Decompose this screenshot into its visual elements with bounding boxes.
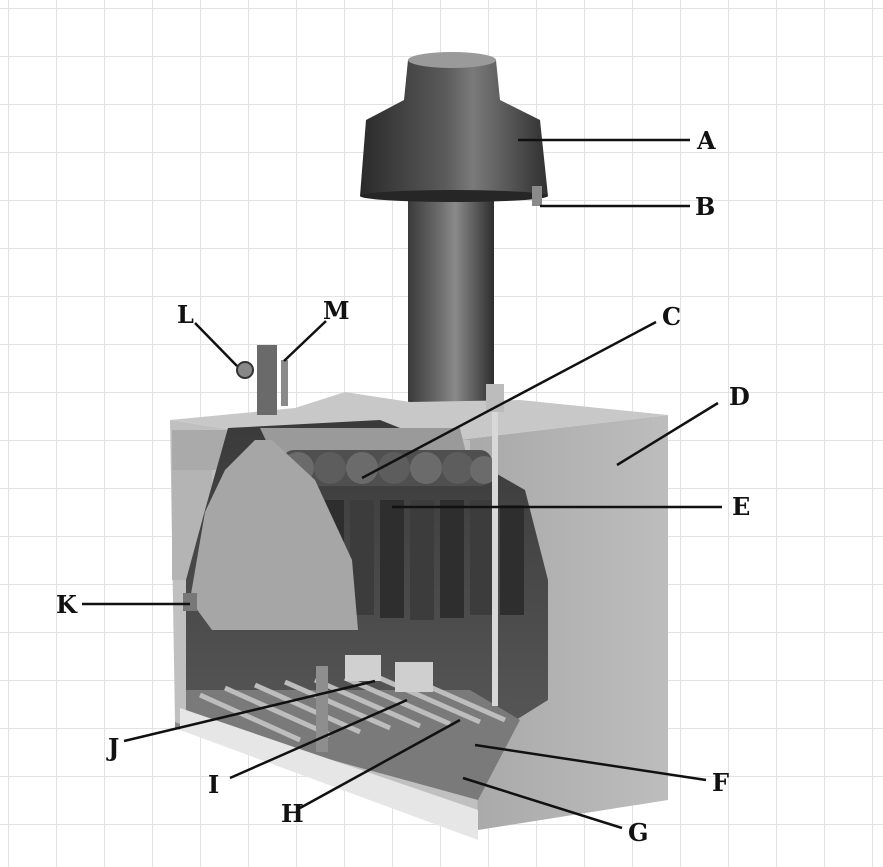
hood-tab xyxy=(532,186,542,206)
leader-line-c xyxy=(361,320,657,480)
burner-tray xyxy=(180,708,478,840)
label-a: A xyxy=(697,126,716,155)
leader-lines xyxy=(82,138,722,830)
leader-line-g xyxy=(462,776,623,830)
leader-line-f xyxy=(474,743,707,782)
label-f: F xyxy=(712,768,730,797)
leader-line-l xyxy=(194,322,238,367)
relief-valve xyxy=(236,361,254,379)
leader-line-j xyxy=(123,679,376,743)
label-h: H xyxy=(281,799,304,828)
label-l: L xyxy=(177,300,194,329)
supply-pipe xyxy=(257,345,277,415)
label-g: G xyxy=(628,818,649,847)
label-j: J xyxy=(108,733,120,762)
draft-hood xyxy=(360,60,548,196)
leader-line-i xyxy=(229,698,408,780)
label-i: I xyxy=(208,770,220,799)
gas-supply-pipe xyxy=(316,666,328,752)
side-fitting xyxy=(183,593,197,611)
label-e: E xyxy=(732,492,751,521)
gas-valve xyxy=(345,655,381,681)
gauge-stem xyxy=(281,360,288,406)
leader-line-m xyxy=(283,320,327,362)
hood-rim xyxy=(360,190,548,202)
flue-assembly xyxy=(360,52,548,415)
label-c: C xyxy=(662,302,682,331)
label-d: D xyxy=(729,382,750,411)
leader-line-d xyxy=(616,401,719,467)
top-fittings xyxy=(236,345,288,415)
limit-control-rod xyxy=(492,386,498,706)
label-k: K xyxy=(56,590,77,619)
flue-pipe xyxy=(408,180,494,415)
leader-line-h xyxy=(299,718,461,810)
front-baffle-panel xyxy=(190,440,358,630)
hood-top-opening xyxy=(408,52,496,68)
control-assembly xyxy=(395,662,433,692)
label-m: M xyxy=(323,296,350,325)
label-b: B xyxy=(695,192,716,221)
